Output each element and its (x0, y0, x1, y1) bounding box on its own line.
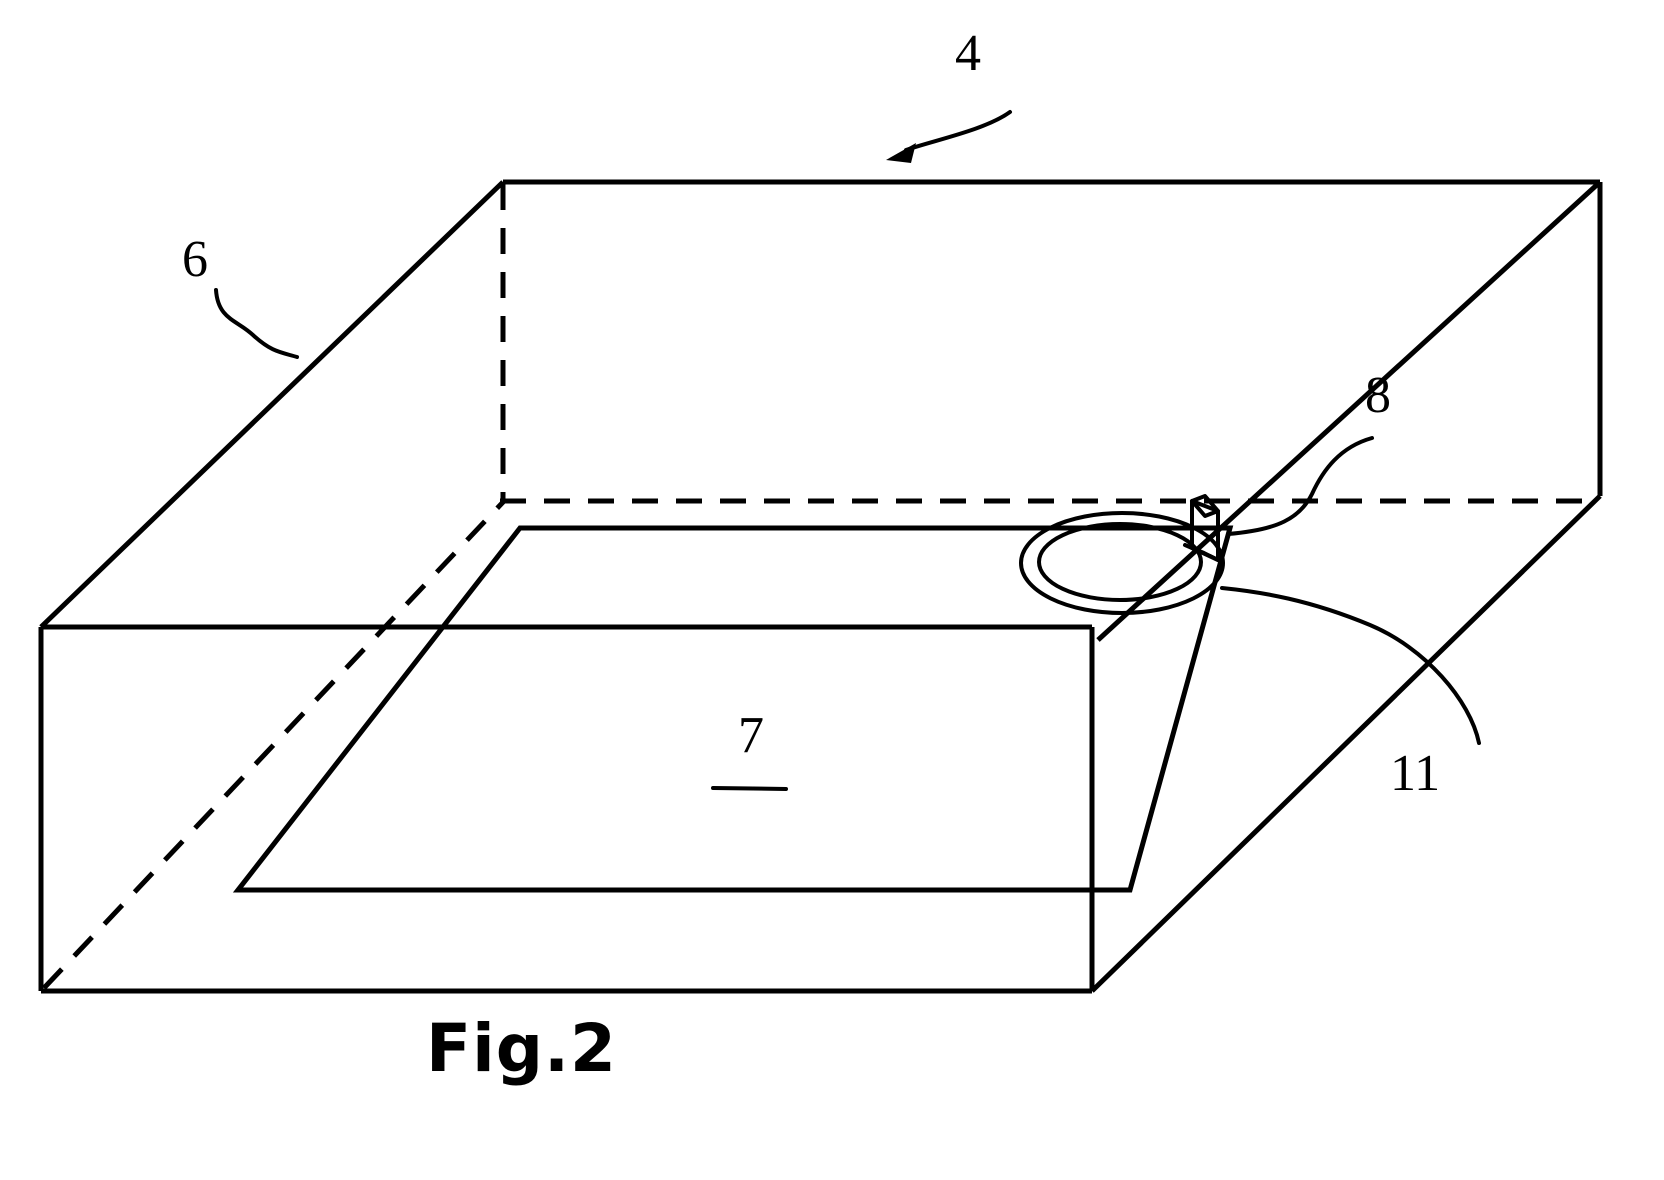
reference-leader-6 (214, 288, 299, 359)
figure-caption: Fig.2 (426, 1010, 617, 1087)
inner-panel-outline (232, 525, 1234, 893)
tray-right-wall-lower-edge (1090, 494, 1602, 993)
reference-numeral-4-group: 4 (886, 25, 1012, 163)
reference-numeral-11: 11 (1390, 745, 1440, 802)
coil-ring (1019, 511, 1225, 615)
reference-leader-8 (1226, 436, 1374, 536)
coil-inner-ellipse (1037, 522, 1203, 602)
reference-numeral-8: 8 (1365, 367, 1391, 424)
tray-top-left-edge (39, 180, 505, 629)
tray-body-assembly (38, 179, 1603, 994)
tray-top-right-edge (1096, 180, 1602, 642)
cylindrical-component (1183, 494, 1220, 562)
reference-numeral-8-group: 8 (1226, 367, 1391, 536)
reference-numeral-6-group: 6 (182, 231, 299, 359)
tray-hidden-diagonal-edge (42, 498, 507, 990)
inner-panel (232, 525, 1234, 893)
reference-numeral-7-group: 7 (711, 707, 788, 791)
reference-leader-7 (711, 786, 788, 791)
reference-leader-4 (904, 110, 1012, 152)
cylinder-foot (1183, 543, 1220, 562)
reference-arrowhead-4 (886, 143, 916, 163)
reference-numeral-6: 6 (182, 231, 208, 288)
reference-numeral-4: 4 (955, 25, 981, 82)
reference-leader-11 (1220, 586, 1481, 745)
reference-numeral-11-group: 11 (1220, 586, 1481, 802)
coil-outer-ellipse (1019, 511, 1225, 615)
reference-numeral-7: 7 (738, 707, 764, 764)
cylinder-top-cap (1190, 494, 1220, 518)
